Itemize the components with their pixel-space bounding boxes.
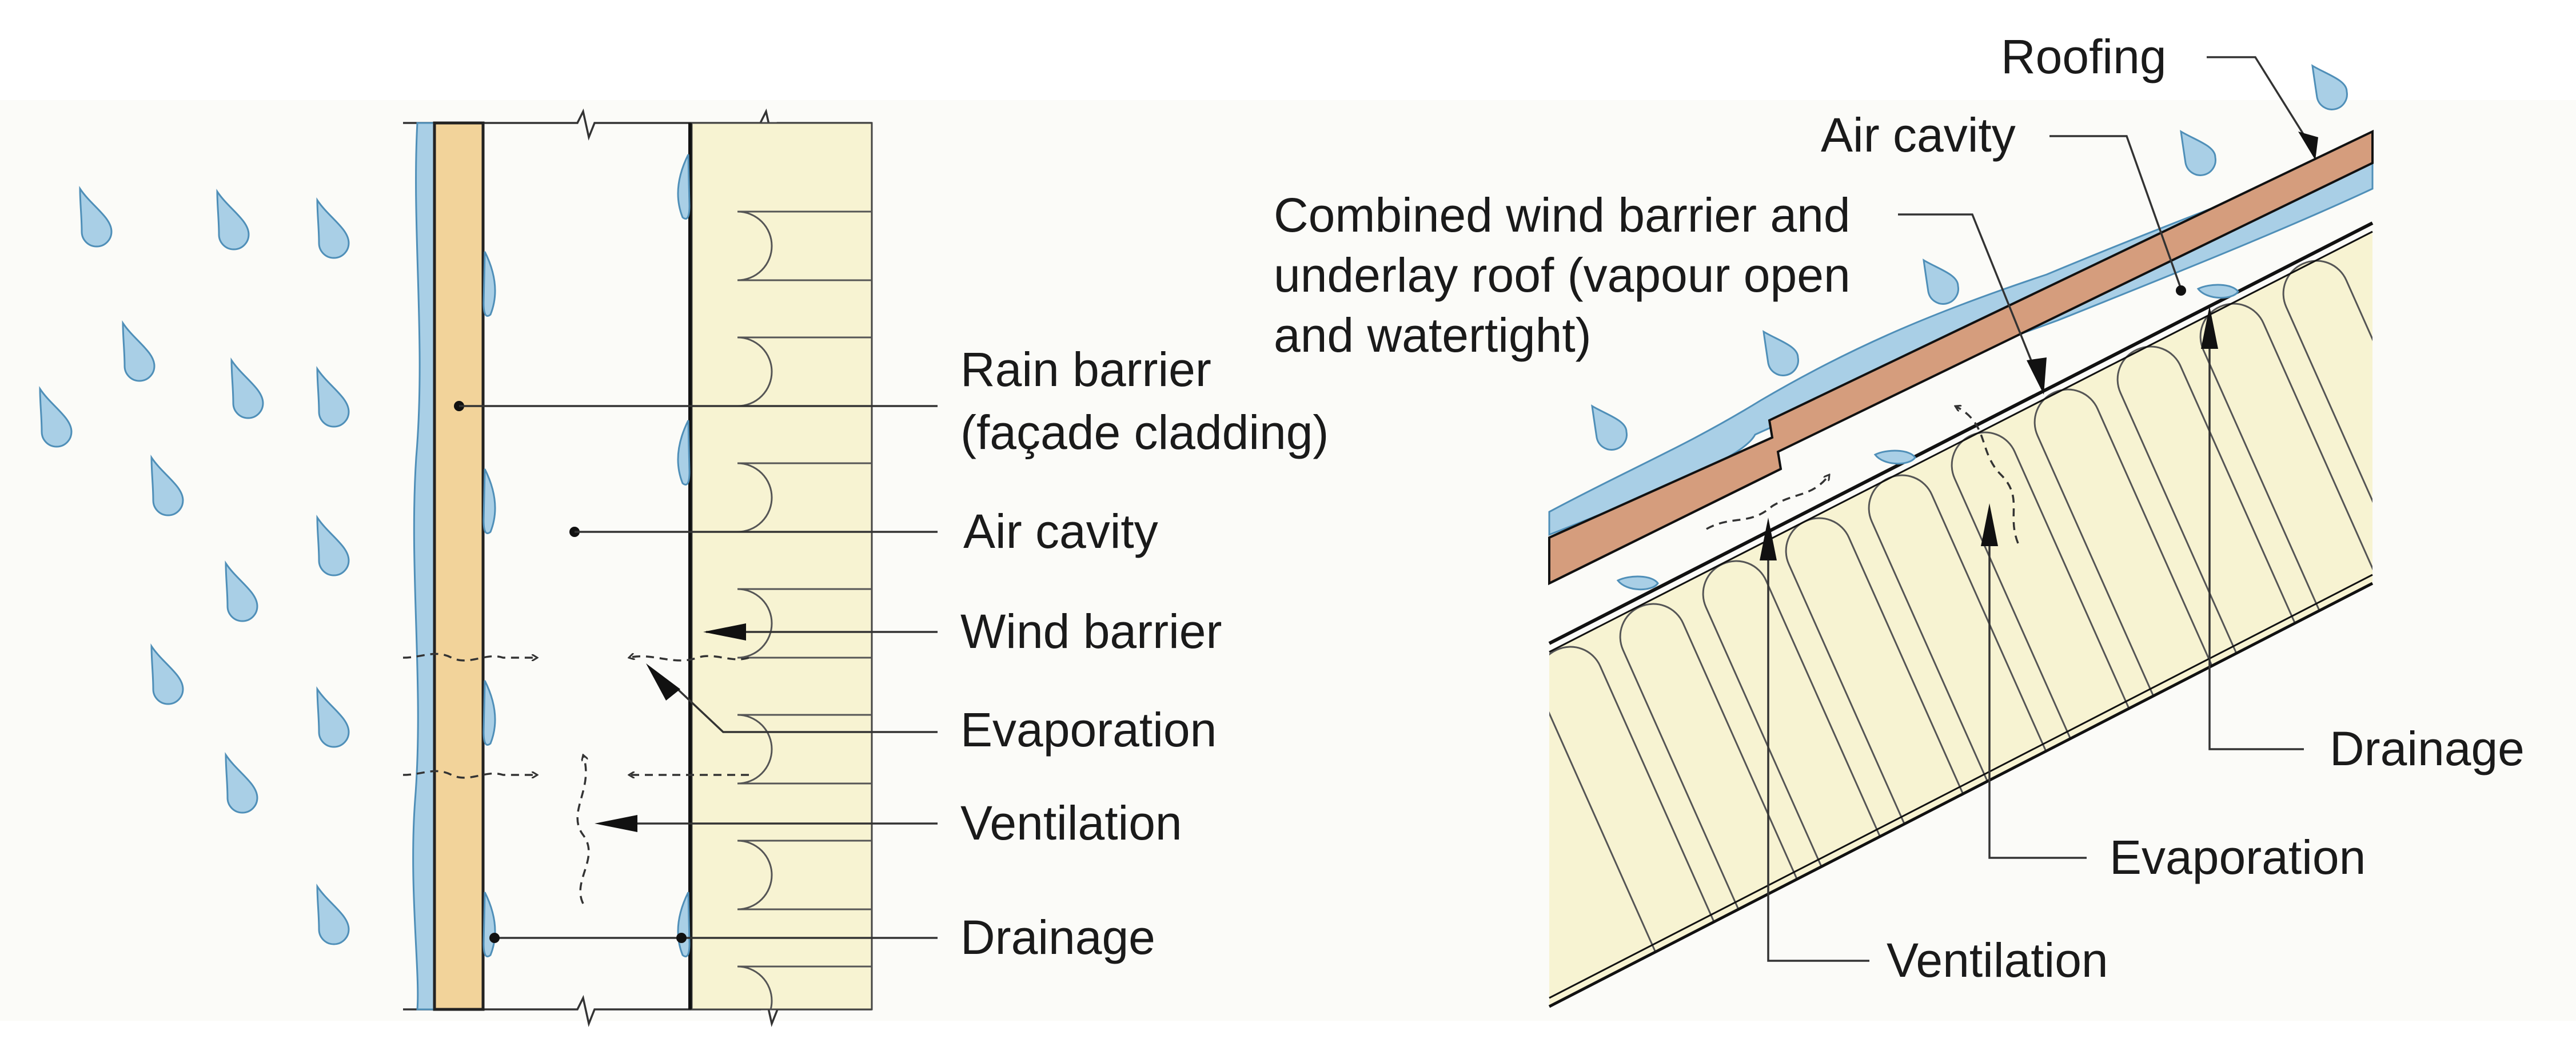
- evaporation-flow-1: [629, 656, 749, 662]
- label-wall-evaporation: Evaporation: [960, 703, 1217, 757]
- roof-air-cavity-leader: [2049, 135, 2182, 289]
- arrow-head-icon: [646, 663, 680, 701]
- roof-air-cavity-dot: [2176, 285, 2186, 296]
- roof-bottom-line-2: [1549, 574, 2373, 999]
- facade-cladding: [433, 121, 485, 1011]
- label-rain-barrier: Rain barrier: [960, 343, 1211, 396]
- evaporation-leader: [673, 685, 938, 733]
- label-wall-ventilation: Ventilation: [960, 796, 1182, 850]
- label-wall-air-cavity: Air cavity: [963, 504, 1158, 558]
- arrow-head-icon: [2201, 306, 2218, 349]
- ventilation-flow-2: [402, 770, 537, 779]
- arrow-head-icon: [1981, 503, 1998, 546]
- underlay-leader: [1898, 213, 2039, 378]
- wall-section: Rain barrier (façade cladding) Air cavit…: [39, 108, 1329, 1027]
- label-facade-cladding: (façade cladding): [960, 405, 1329, 459]
- roof-evaporation-flow: [1955, 406, 2019, 544]
- label-underlay-line-1: Combined wind barrier and: [1274, 188, 1851, 242]
- roof-ventilation-flow: [1706, 475, 1829, 530]
- roofing-leader: [2207, 56, 2314, 149]
- raindrop-icon: [39, 186, 350, 945]
- raindrop-icon: [1591, 64, 2348, 591]
- roofing-edge: [1549, 468, 1781, 584]
- roof-insulation-pattern: [1549, 260, 2372, 973]
- arrow-head-icon: [595, 815, 637, 832]
- label-roof-ventilation: Ventilation: [1887, 933, 2108, 987]
- label-wind-barrier: Wind barrier: [960, 604, 1222, 658]
- ventilation-flow-1: [402, 653, 537, 662]
- roof-ventilation-leader: [1767, 552, 1869, 962]
- wall-insulation-pattern: [737, 210, 872, 1009]
- label-roof-air-cavity: Air cavity: [1821, 108, 2016, 162]
- label-roof-drainage: Drainage: [2330, 722, 2525, 775]
- water-film: [412, 122, 436, 1011]
- label-underlay-line-2: underlay roof (vapour open: [1274, 248, 1851, 302]
- arrow-head-icon: [2298, 132, 2318, 160]
- drainage-dot-1: [489, 933, 500, 943]
- label-underlay-line-3: and watertight): [1274, 308, 1592, 362]
- arrow-head-icon: [1760, 518, 1777, 560]
- wall-insulation: [691, 122, 873, 1011]
- roof-underlay-line: [1549, 230, 2373, 653]
- label-wall-drainage: Drainage: [960, 910, 1155, 964]
- label-roof-evaporation: Evaporation: [2110, 830, 2366, 884]
- roof-bottom-line: [1548, 582, 2374, 1008]
- roof-drainage-leader: [2208, 320, 2304, 750]
- drips: [482, 154, 691, 957]
- arrow-head-icon: [703, 623, 746, 641]
- ventilation-upflow: [576, 755, 590, 904]
- roof-section: Roofing Air cavity Combined wind barrier…: [1274, 30, 2525, 1008]
- label-roofing: Roofing: [2001, 30, 2167, 83]
- drainage-dot-2: [676, 933, 687, 943]
- arrow-head-icon: [2027, 357, 2047, 395]
- roof-evaporation-leader: [1988, 538, 2087, 859]
